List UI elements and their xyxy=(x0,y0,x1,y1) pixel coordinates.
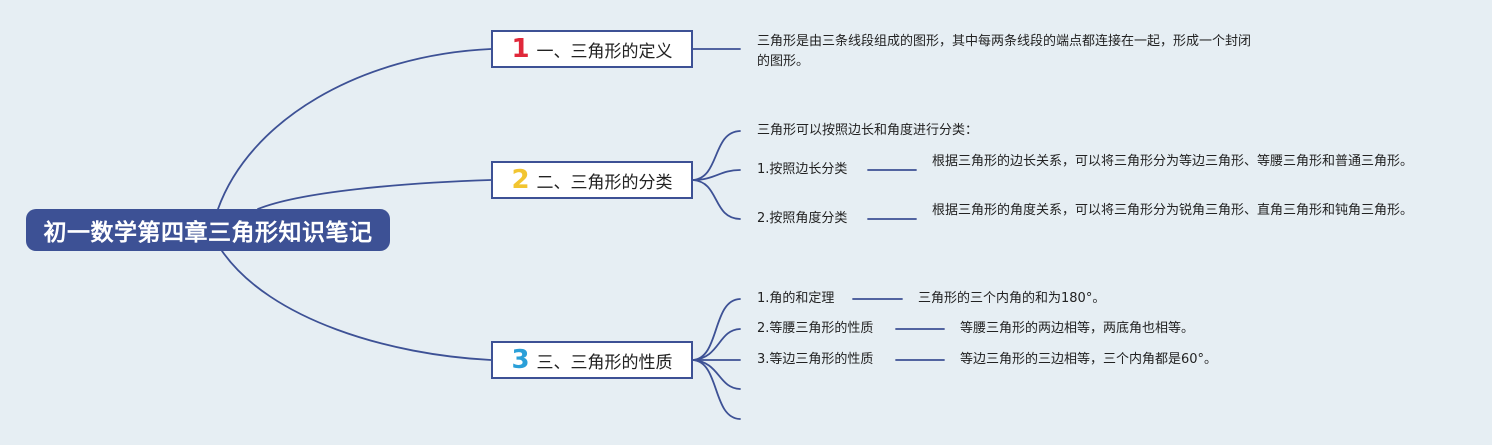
root-to-branch-2-line xyxy=(257,179,492,210)
branch-3-fan-1 xyxy=(692,298,741,361)
classification-item-detail[interactable]: 根据三角形的边长关系，可以将三角形分为等边三角形、等腰三角形和普通三角形。 xyxy=(932,154,1414,169)
branch-2-fan-intro xyxy=(692,130,741,181)
branch-node-properties[interactable]: 3 三、三角形的性质 xyxy=(491,341,693,379)
classification-item-label[interactable]: 1.按照边长分类 xyxy=(757,162,848,177)
number-1-icon: 1 xyxy=(511,34,530,64)
branch-2-fan-item-2 xyxy=(692,179,741,220)
branch-3-fan-5 xyxy=(692,359,741,420)
branch-2-fan-item-1 xyxy=(692,169,741,181)
branch-label: 二、三角形的分类 xyxy=(536,172,673,193)
classification-item-label[interactable]: 2.按照角度分类 xyxy=(757,211,848,226)
property-item-label[interactable]: 3.等边三角形的性质 xyxy=(757,352,874,367)
classification-intro[interactable]: 三角形可以按照边长和角度进行分类： xyxy=(757,123,979,138)
number-2-icon: 2 xyxy=(511,165,530,195)
root-to-branch-3-line xyxy=(221,250,492,361)
branch-3-fan-2 xyxy=(692,328,741,361)
branch-node-definition[interactable]: 1 一、三角形的定义 xyxy=(491,30,693,68)
definition-text[interactable]: 三角形是由三条线段组成的图形，其中每两条线段的端点都连接在一起，形成一个封闭的图… xyxy=(757,34,1252,69)
property-item-detail[interactable]: 等边三角形的三边相等，三个内角都是60°。 xyxy=(960,352,1218,367)
root-node[interactable]: 初一数学第四章三角形知识笔记 xyxy=(26,209,390,251)
branch-label: 三、三角形的性质 xyxy=(536,352,673,373)
number-3-icon: 3 xyxy=(511,345,530,375)
root-to-branch-1-line xyxy=(217,48,492,210)
branch-node-classification[interactable]: 2 二、三角形的分类 xyxy=(491,161,693,199)
classification-item-detail[interactable]: 根据三角形的角度关系，可以将三角形分为锐角三角形、直角三角形和钝角三角形。 xyxy=(932,203,1414,218)
property-item-label[interactable]: 1.角的和定理 xyxy=(757,291,835,306)
branch-3-fan-4 xyxy=(692,359,741,390)
branch-label: 一、三角形的定义 xyxy=(536,41,673,62)
property-item-detail[interactable]: 等腰三角形的两边相等，两底角也相等。 xyxy=(960,321,1195,336)
property-item-detail[interactable]: 三角形的三个内角的和为180°。 xyxy=(918,291,1106,306)
root-title: 初一数学第四章三角形知识笔记 xyxy=(43,220,373,246)
property-item-label[interactable]: 2.等腰三角形的性质 xyxy=(757,321,874,336)
